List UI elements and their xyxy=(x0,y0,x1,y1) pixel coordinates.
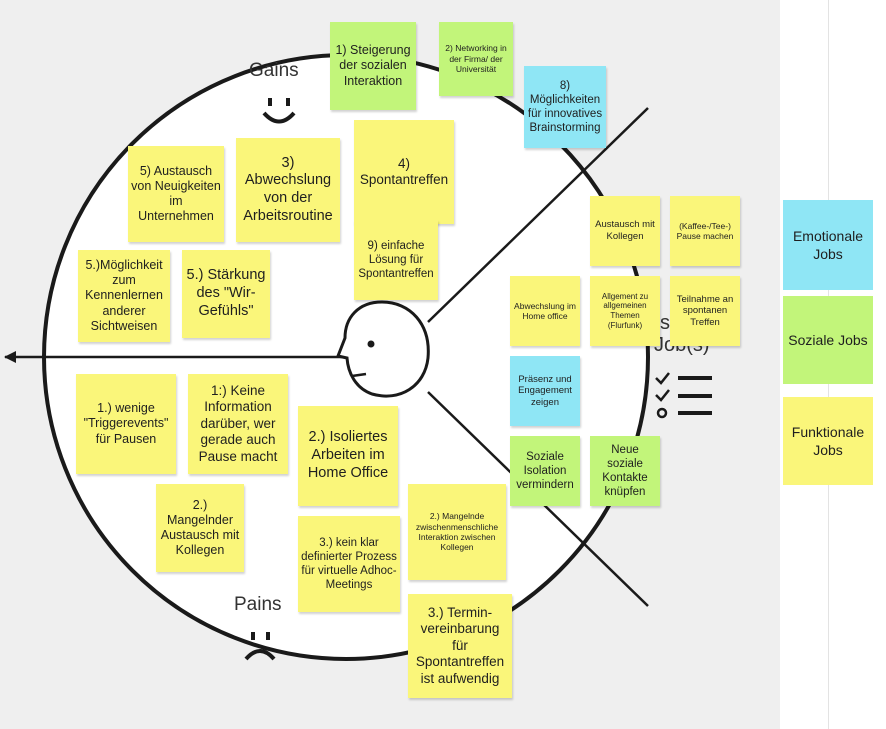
sticky-note-job[interactable]: Allgement zu allgemeinen Themen (Flurfun… xyxy=(590,276,660,346)
sticky-note-pain[interactable]: 1.) wenige "Triggerevents" für Pausen xyxy=(76,374,176,474)
head-profile-icon xyxy=(335,300,430,398)
sticky-note-job[interactable]: (Kaffee-/Tee-) Pause machen xyxy=(670,196,740,266)
sticky-note-job[interactable]: Austausch mit Kollegen xyxy=(590,196,660,266)
divider-line-top xyxy=(427,107,649,323)
sticky-note-pain[interactable]: 3.) Termin-vereinbarung für Spontantreff… xyxy=(408,594,512,698)
gains-label: Gains xyxy=(249,60,299,81)
sticky-note-gain[interactable]: 1) Steigerung der sozialen Interaktion xyxy=(330,22,416,110)
checklist-icon xyxy=(655,372,712,419)
sticky-note-pain[interactable]: 3.) kein klar definierter Prozess für vi… xyxy=(298,516,400,612)
sticky-note-gain[interactable]: 3) Abwechslung von der Arbeitsroutine xyxy=(236,138,340,242)
sticky-note-job[interactable]: Soziale Isolation vermindern xyxy=(510,436,580,506)
sticky-note-gain[interactable]: 2) Networking in der Firma/ der Universi… xyxy=(439,22,513,96)
arrow-head-icon xyxy=(4,351,16,363)
sticky-note-job[interactable]: Abwechslung im Home office xyxy=(510,276,580,346)
sticky-note-pain[interactable]: 1:) Keine Information darüber, wer gerad… xyxy=(188,374,288,474)
sticky-note-job[interactable]: Neue soziale Kontakte knüpfen xyxy=(590,436,660,506)
frown-icon xyxy=(244,632,276,661)
legend-functional-jobs[interactable]: Funktionale Jobs xyxy=(783,397,873,485)
sticky-note-gain[interactable]: 4) Spontantreffen xyxy=(354,120,454,224)
sticky-note-gain[interactable]: 8) Möglichkeiten für innovatives Brainst… xyxy=(524,66,606,148)
pains-label: Pains xyxy=(234,594,282,615)
sticky-note-gain[interactable]: 5.) Stärkung des "Wir-Gefühls" xyxy=(182,250,270,338)
legend-social-jobs[interactable]: Soziale Jobs xyxy=(783,296,873,384)
mouth-icon xyxy=(351,372,367,378)
legend-emotional-jobs[interactable]: Emotionale Jobs xyxy=(783,200,873,290)
sticky-note-job[interactable]: Teilnahme an spontanen Treffen xyxy=(670,276,740,346)
sticky-note-gain[interactable]: 5.)Möglichkeit zum Kennenlernen anderer … xyxy=(78,250,170,342)
smiley-icon xyxy=(262,98,296,124)
eye-icon xyxy=(367,340,375,348)
sticky-note-pain[interactable]: 2.) Isoliertes Arbeiten im Home Office xyxy=(298,406,398,506)
sticky-note-job[interactable]: Präsenz und Engagement zeigen xyxy=(510,356,580,426)
sticky-note-gain[interactable]: 9) einfache Lösung für Spontantreffen xyxy=(354,220,438,300)
sticky-note-pain[interactable]: 2.) Mangelnde zwischenmenschliche Intera… xyxy=(408,484,506,580)
sticky-note-gain[interactable]: 5) Austausch von Neuigkeiten im Unterneh… xyxy=(128,146,224,242)
sticky-note-pain[interactable]: 2.) Mangelnder Austausch mit Kollegen xyxy=(156,484,244,572)
jobs-label-partial: s xyxy=(660,312,670,334)
